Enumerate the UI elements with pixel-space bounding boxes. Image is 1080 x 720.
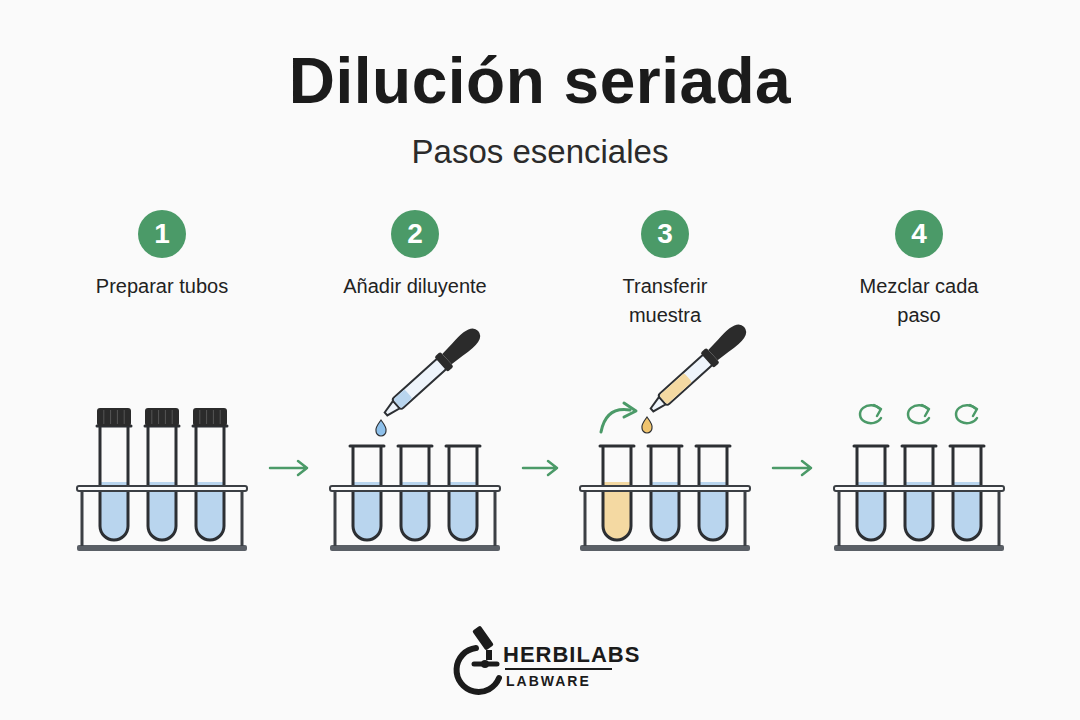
step-arrow (270, 461, 307, 475)
tube-rack (834, 446, 1004, 551)
step: 4Mezclar cada paso (829, 210, 1009, 560)
step-label: Añadir diluyente (340, 272, 490, 301)
mix-symbol-head (874, 405, 881, 416)
mix-symbol (860, 405, 881, 423)
step-number: 2 (391, 210, 439, 258)
transfer-arrow-head (624, 403, 636, 417)
step-label: Transferir muestra (590, 272, 740, 330)
step: 2Añadir diluyente (325, 210, 505, 560)
title: Dilución seriada (0, 44, 1080, 118)
subtitle: Pasos esenciales (0, 133, 1080, 171)
drop (376, 420, 386, 436)
step-arrow (523, 461, 557, 475)
step-number: 1 (138, 210, 186, 258)
arrow-line (270, 461, 307, 475)
mix-symbol-head (922, 405, 929, 416)
logo-icon (457, 625, 499, 692)
step-arrow (773, 461, 811, 475)
brand-tagline: LABWARE (506, 673, 591, 689)
step: 1Preparar tubos (72, 210, 252, 560)
dropper (379, 324, 485, 422)
mix-symbol (908, 405, 929, 423)
step-number: 4 (895, 210, 943, 258)
tube-rack (77, 408, 247, 551)
dropper (645, 320, 751, 418)
transfer-arrow (601, 409, 630, 432)
arrow-line (523, 461, 557, 475)
step-label: Preparar tubos (87, 272, 237, 301)
tube-rack (330, 446, 500, 551)
brand-name: HERBILABS (503, 642, 640, 668)
step-label: Mezclar cada paso (844, 272, 994, 330)
step: 3Transferir muestra (575, 210, 755, 560)
arrow-line (773, 461, 811, 475)
step-number: 3 (641, 210, 689, 258)
mix-symbol-head (970, 405, 977, 416)
drop (642, 417, 652, 433)
logo-rule (505, 668, 612, 670)
tube-rack (580, 446, 750, 551)
mix-symbol (956, 405, 977, 423)
